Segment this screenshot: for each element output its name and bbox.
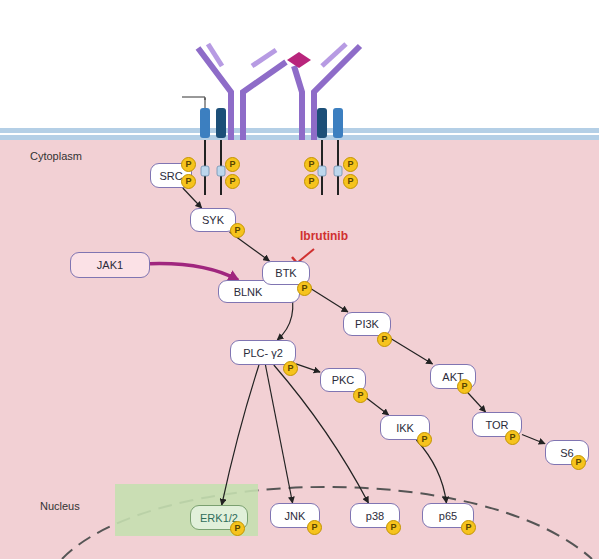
- protein-name: BLNK: [234, 286, 263, 298]
- signal-arrow: [274, 365, 369, 503]
- phospho-badge: P: [457, 379, 472, 394]
- protein-name: SYK: [202, 214, 224, 226]
- phospho-badge: P: [304, 157, 319, 172]
- protein-name: SRC: [159, 170, 182, 182]
- receptor-chain: [198, 48, 231, 140]
- drug-label: Ibrutinib: [300, 229, 348, 243]
- region-label: Cytoplasm: [30, 150, 82, 162]
- protein-name: BTK: [275, 267, 296, 279]
- phospho-badge: P: [181, 157, 196, 172]
- protein-name: JAK1: [97, 259, 123, 271]
- phospho-badge: P: [343, 157, 358, 172]
- phospho-badge: P: [386, 520, 401, 535]
- highlight-box: [115, 484, 258, 536]
- cytoplasm-area: [0, 140, 599, 559]
- ig-alpha: [333, 108, 343, 138]
- protein-name: p65: [439, 510, 457, 522]
- signal-arrow: [522, 435, 545, 444]
- phospho-badge: P: [304, 174, 319, 189]
- phospho-badge: P: [307, 520, 322, 535]
- protein-name: IKK: [396, 422, 414, 434]
- protein-box: JAK1: [70, 252, 150, 278]
- pointer-line: [182, 97, 205, 108]
- antigen: [287, 52, 311, 68]
- phospho-badge: P: [461, 520, 476, 535]
- protein-name: p38: [366, 510, 384, 522]
- itam: [201, 166, 209, 176]
- phospho-badge: P: [343, 174, 358, 189]
- receptor-chain: [294, 66, 302, 140]
- ig-beta: [216, 108, 226, 138]
- signal-arrow: [416, 440, 446, 503]
- signal-arrow: [296, 364, 320, 372]
- protein-name: PLC- γ2: [243, 347, 283, 359]
- phospho-badge: P: [571, 455, 586, 470]
- ig-alpha: [200, 108, 210, 138]
- phospho-badge: P: [230, 223, 245, 238]
- phospho-badge: P: [377, 332, 392, 347]
- phospho-badge: P: [417, 432, 432, 447]
- receptor-light-chain: [208, 44, 222, 66]
- phospho-badge: P: [353, 388, 368, 403]
- signal-arrow: [387, 336, 433, 364]
- receptor-chain: [314, 46, 360, 140]
- phospho-badge: P: [297, 281, 312, 296]
- phospho-badge: P: [181, 174, 196, 189]
- signal-arrow: [150, 264, 238, 280]
- protein-name: JNK: [285, 510, 306, 522]
- protein-name: S6: [560, 447, 573, 459]
- itam: [217, 166, 225, 176]
- phospho-badge: P: [230, 521, 245, 536]
- phospho-badge: P: [283, 361, 298, 376]
- ig-beta: [317, 108, 327, 138]
- receptor-light-chain: [252, 50, 276, 66]
- region-label: Nucleus: [40, 500, 80, 512]
- signal-arrow: [183, 188, 202, 208]
- itam: [334, 166, 342, 176]
- protein-name: PKC: [332, 374, 355, 386]
- phospho-badge: P: [225, 157, 240, 172]
- itam: [318, 166, 326, 176]
- receptor-chain: [243, 62, 286, 140]
- phospho-badge: P: [505, 430, 520, 445]
- signal-arrow: [222, 365, 259, 505]
- protein-name: TOR: [485, 419, 508, 431]
- phospho-badge: P: [225, 174, 240, 189]
- receptor-light-chain: [322, 44, 346, 66]
- signal-arrow: [265, 365, 292, 503]
- protein-name: PI3K: [355, 318, 379, 330]
